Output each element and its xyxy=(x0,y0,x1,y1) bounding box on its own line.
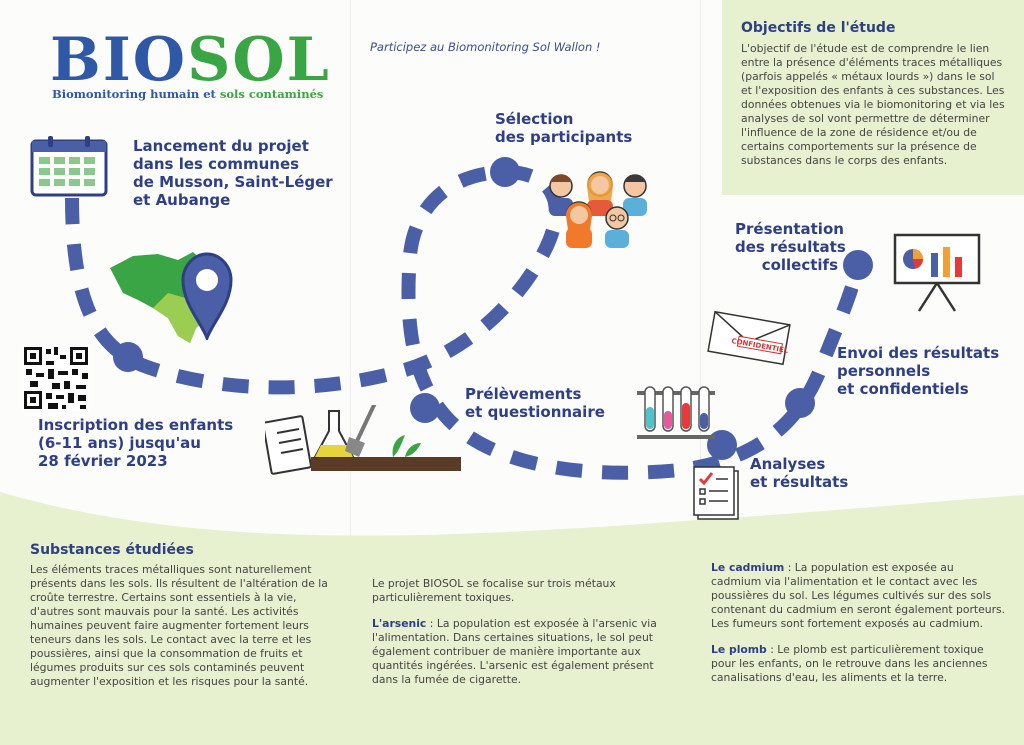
objectives-panel xyxy=(722,0,1024,195)
step-launch: Lancement du projet dans les communes de… xyxy=(133,137,333,209)
test-tubes-icon xyxy=(637,386,715,439)
arsenic-paragraph: L'arsenic : La population est exposée à … xyxy=(372,617,680,687)
lead-label: Le plomb xyxy=(711,643,767,656)
tagline: Participez au Biomonitoring Sol Wallon ! xyxy=(370,40,601,54)
metals-middle-column: Le projet BIOSOL se focalise sur trois m… xyxy=(372,577,680,699)
route-node xyxy=(490,157,520,187)
step-presentation-line: des résultats xyxy=(735,238,846,256)
qr-code-icon xyxy=(22,345,90,411)
step-analyses-line: Analyses xyxy=(750,455,826,473)
arsenic-text: : La population est exposée à l'arsenic … xyxy=(372,617,657,686)
step-selection-line: des participants xyxy=(495,128,633,146)
presentation-board-icon xyxy=(893,233,981,312)
step-inscription-line: (6-11 ans) jusqu'au xyxy=(38,434,201,452)
step-presentation-line: Présentation xyxy=(735,220,844,238)
step-sampling-line: Prélèvements xyxy=(465,385,582,403)
step-analyses-line: et résultats xyxy=(750,473,849,491)
step-inscription-line: 28 février 2023 xyxy=(38,452,168,470)
substances-title: Substances étudiées xyxy=(30,542,194,558)
route-node xyxy=(113,342,143,372)
step-launch-line: de Musson, Saint-Léger xyxy=(133,173,333,191)
dashed-route xyxy=(65,164,865,480)
step-sending-line: personnels xyxy=(837,362,931,380)
step-presentation-line: collectifs xyxy=(761,256,838,274)
arsenic-label: L'arsenic xyxy=(372,617,427,630)
step-launch-line: et Aubange xyxy=(133,191,231,209)
fold-line xyxy=(350,0,351,745)
step-inscription: Inscription des enfants (6-11 ans) jusqu… xyxy=(38,416,233,470)
bottom-green-band xyxy=(0,492,1024,745)
step-selection: Sélection des participants xyxy=(495,110,632,146)
objectives-text: L'objectif de l'étude est de comprendre … xyxy=(741,42,1005,167)
step-presentation: Présentation des résultats collectifs xyxy=(735,220,846,274)
step-selection-line: Sélection xyxy=(495,110,574,128)
sampling-illustration xyxy=(265,405,461,475)
step-sending: Envoi des résultats personnels et confid… xyxy=(837,344,999,398)
biosol-logo: BIOSOL xyxy=(50,25,331,95)
step-sampling: Prélèvements et questionnaire xyxy=(465,385,605,421)
calendar-icon xyxy=(30,136,108,197)
lead-text: : Le plomb est particulièrement toxique … xyxy=(711,643,988,684)
logo-subtitle: Biomonitoring humain et sols contaminés xyxy=(52,87,324,101)
step-sending-line: et confidentiels xyxy=(837,380,969,398)
checklist-icon xyxy=(693,466,739,520)
participants-icon xyxy=(549,171,647,248)
metals-intro: Le projet BIOSOL se focalise sur trois m… xyxy=(372,577,616,604)
location-pin-icon xyxy=(181,252,233,340)
step-analyses: Analyses et résultats xyxy=(750,455,848,491)
step-sending-line: Envoi des résultats xyxy=(837,344,1000,362)
metals-right-column: Le cadmium : La population est exposée a… xyxy=(711,561,1007,697)
cadmium-label: Le cadmium xyxy=(711,561,785,574)
lead-paragraph: Le plomb : Le plomb est particulièrement… xyxy=(711,643,1007,685)
route-node xyxy=(785,388,815,418)
step-launch-line: dans les communes xyxy=(133,155,300,173)
substances-text: Les éléments traces métalliques sont nat… xyxy=(30,563,328,688)
cadmium-paragraph: Le cadmium : La population est exposée a… xyxy=(711,561,1007,631)
step-inscription-line: Inscription des enfants xyxy=(38,416,234,434)
envelope-icon: CONFIDENTIEL xyxy=(707,310,791,366)
route-node xyxy=(410,393,440,423)
objectives-title: Objectifs de l'étude xyxy=(741,20,896,36)
route-node xyxy=(843,250,873,280)
step-sampling-line: et questionnaire xyxy=(465,403,605,421)
step-launch-line: Lancement du projet xyxy=(133,137,309,155)
fold-line xyxy=(700,0,701,745)
cadmium-text: : La population est exposée au cadmium v… xyxy=(711,561,1006,630)
